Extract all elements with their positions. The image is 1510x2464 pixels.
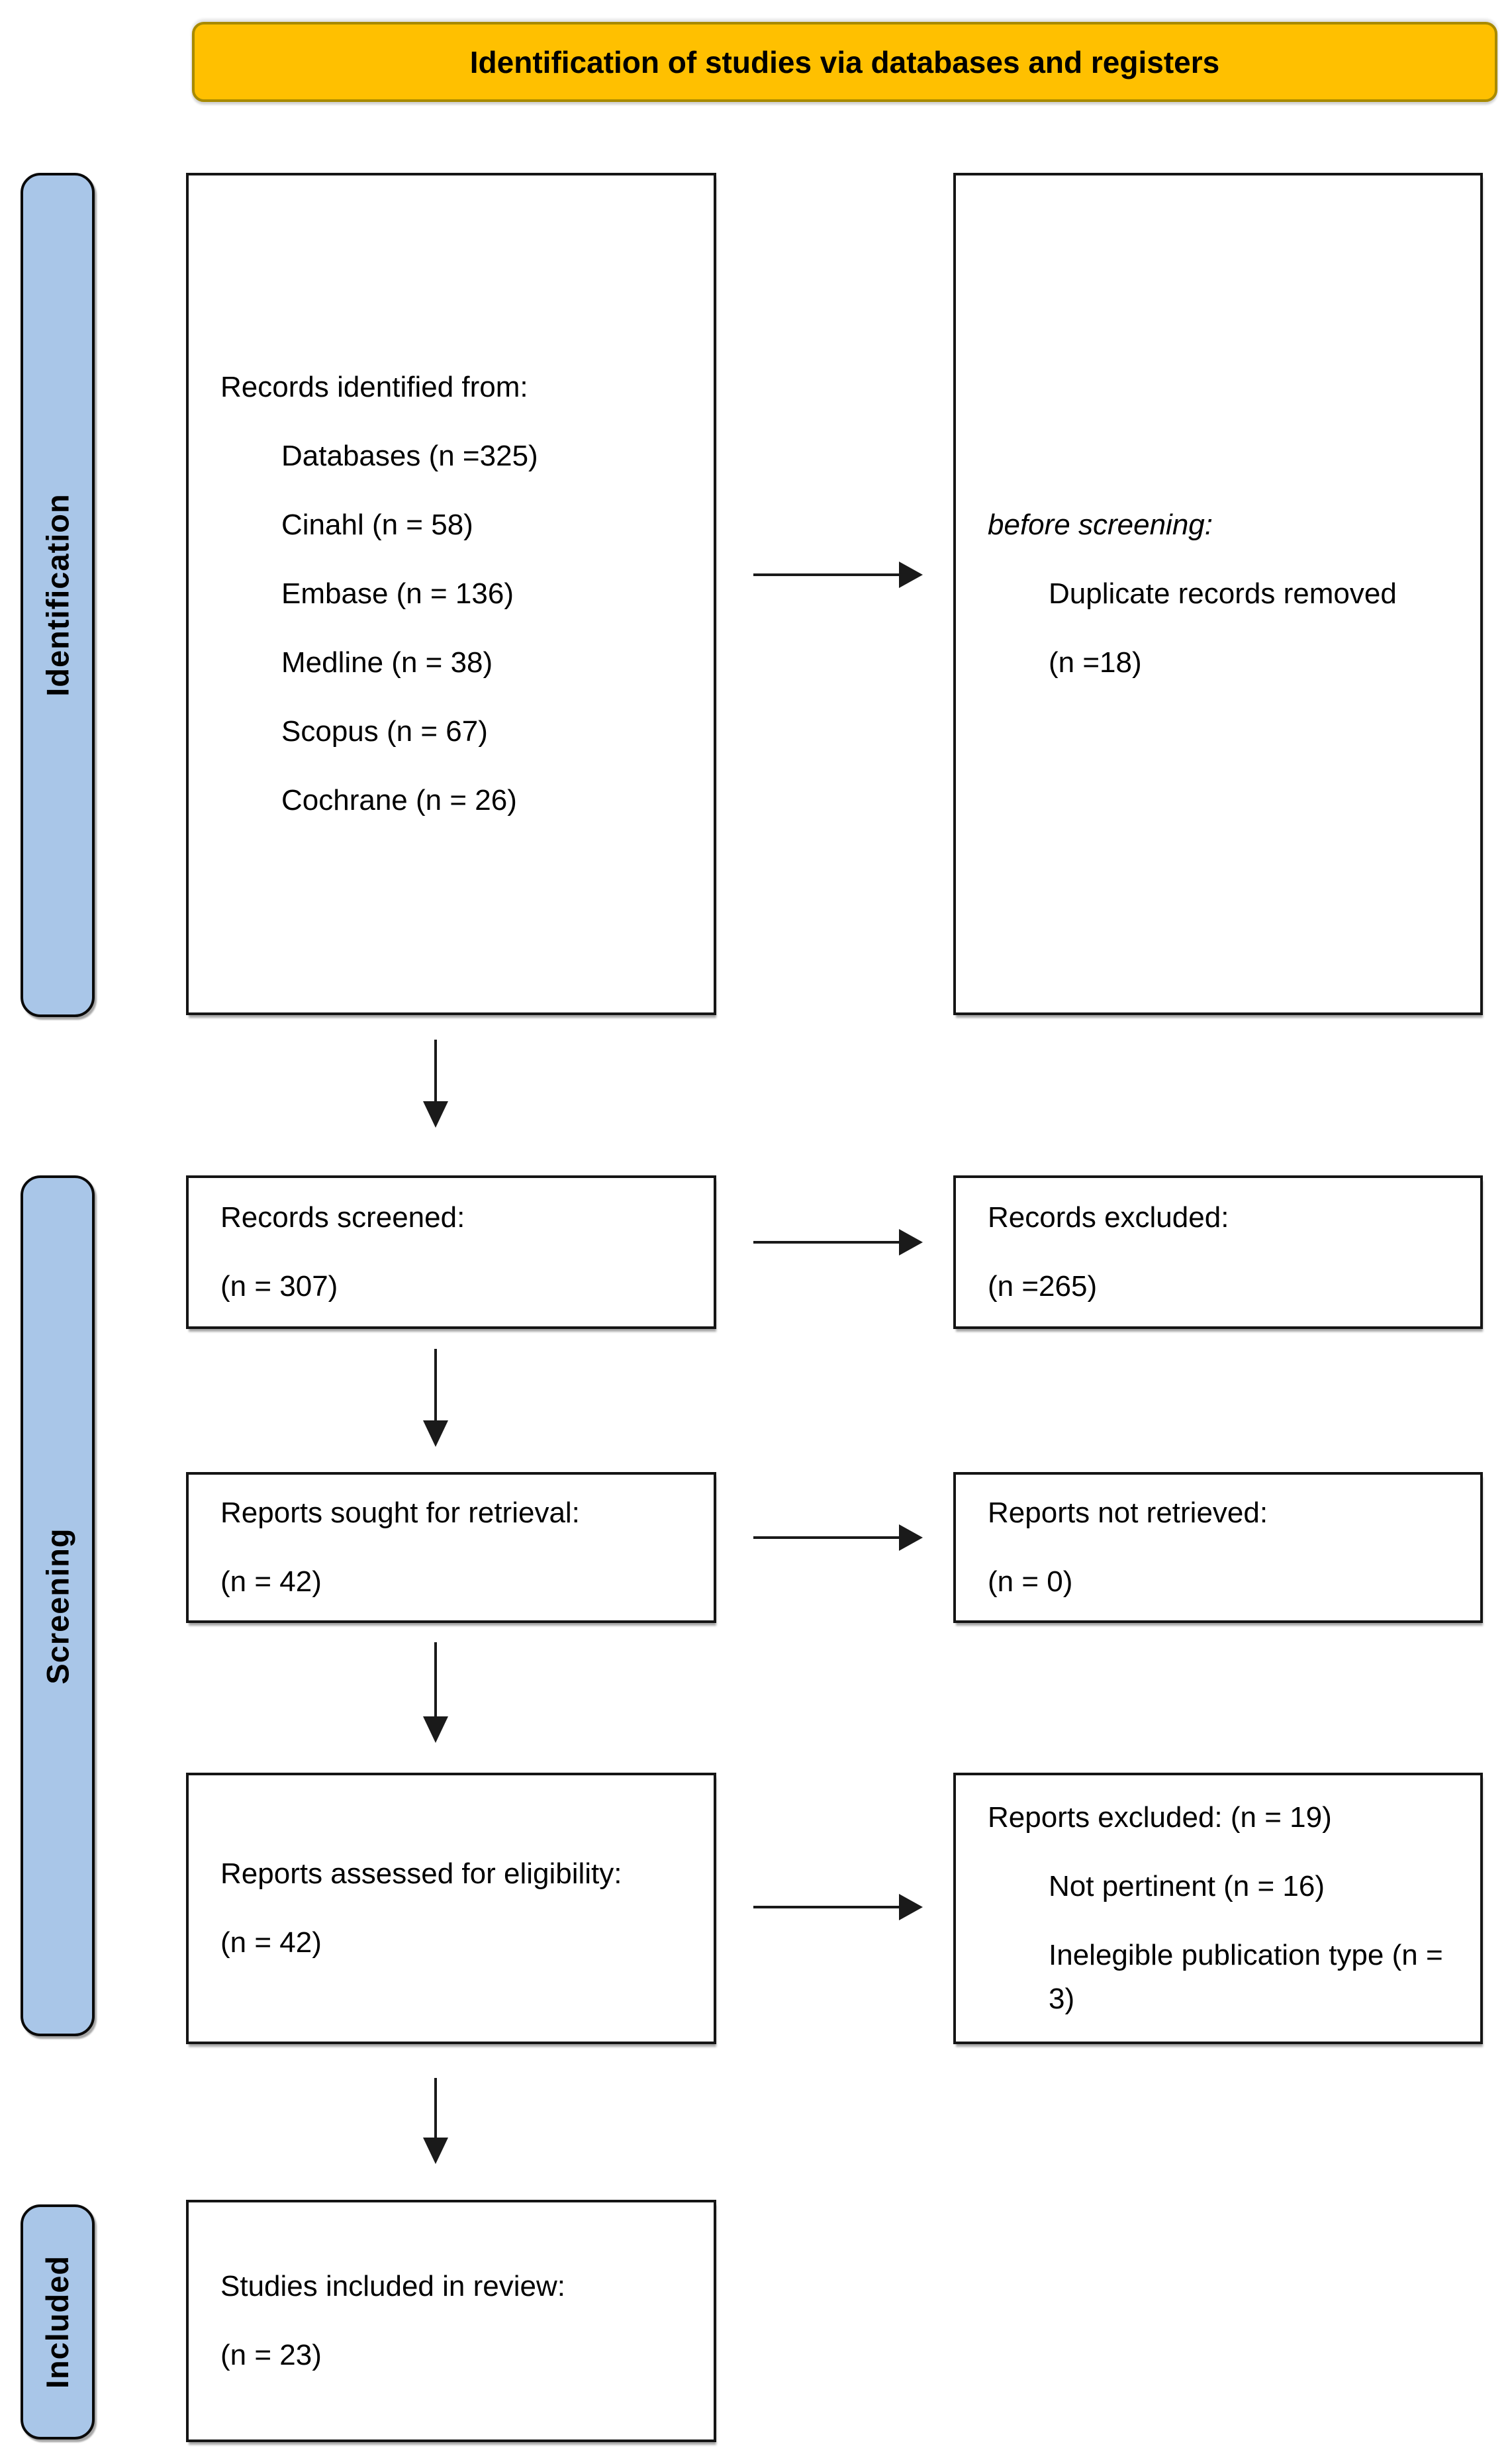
arrow-screened-to-sought — [434, 1349, 437, 1420]
stage-included-label: Included — [40, 2255, 75, 2389]
box-records-screened: Records screened: (n = 307) — [186, 1175, 716, 1329]
reports-assessed-heading: Reports assessed for eligibility: — [220, 1857, 622, 1890]
records-identified-item: Medline (n = 38) — [281, 646, 493, 679]
reports-excluded-item: Not pertinent (n = 16) — [1049, 1870, 1325, 1902]
records-identified-item: Embase (n = 136) — [281, 577, 514, 610]
stage-screening: Screening — [21, 1175, 95, 2036]
box-reports-not-retrieved: Reports not retrieved: (n = 0) — [953, 1472, 1483, 1623]
stage-identification: Identification — [21, 173, 95, 1017]
duplicates-removed-count: (n =18) — [1049, 646, 1142, 679]
box-studies-included: Studies included in review: (n = 23) — [186, 2200, 716, 2442]
reports-sought-heading: Reports sought for retrieval: — [220, 1497, 580, 1529]
records-excluded-heading: Records excluded: — [988, 1201, 1229, 1234]
studies-included-heading: Studies included in review: — [220, 2270, 565, 2302]
reports-excluded-item: Inelegible publication type (n = 3) — [1049, 1939, 1443, 2015]
records-screened-count: (n = 307) — [220, 1270, 338, 1303]
reports-excluded-heading: Reports excluded: (n = 19) — [988, 1801, 1332, 1834]
arrow-assessed-to-excluded — [753, 1906, 899, 1908]
diagram-title: Identification of studies via databases … — [469, 44, 1220, 79]
arrow-assessed-to-included — [434, 2078, 437, 2138]
stage-included: Included — [21, 2204, 95, 2439]
box-reports-excluded: Reports excluded: (n = 19) Not pertinent… — [953, 1773, 1483, 2044]
reports-sought-count: (n = 42) — [220, 1565, 322, 1598]
records-identified-item: Scopus (n = 67) — [281, 715, 488, 748]
duplicates-removed-item: Duplicate records removed — [1049, 577, 1397, 610]
records-identified-item: Databases (n =325) — [281, 440, 538, 472]
records-identified-item: Cochrane (n = 26) — [281, 784, 517, 816]
studies-included-count: (n = 23) — [220, 2339, 322, 2371]
arrow-screened-to-excluded — [753, 1241, 899, 1244]
reports-not-retrieved-heading: Reports not retrieved: — [988, 1497, 1268, 1529]
reports-not-retrieved-count: (n = 0) — [988, 1565, 1073, 1598]
box-records-identified: Records identified from: Databases (n =3… — [186, 173, 716, 1015]
duplicates-removed-heading: before screening: — [988, 509, 1213, 541]
records-screened-heading: Records screened: — [220, 1201, 465, 1234]
arrow-identified-to-duplicates — [753, 573, 899, 576]
box-reports-sought: Reports sought for retrieval: (n = 42) — [186, 1472, 716, 1623]
arrow-identified-to-screened — [434, 1040, 437, 1101]
arrow-sought-to-not-retrieved — [753, 1536, 899, 1539]
records-identified-heading: Records identified from: — [220, 371, 528, 403]
box-reports-assessed: Reports assessed for eligibility: (n = 4… — [186, 1773, 716, 2044]
box-duplicates-removed: before screening: Duplicate records remo… — [953, 173, 1483, 1015]
arrow-sought-to-assessed — [434, 1642, 437, 1716]
box-records-excluded: Records excluded: (n =265) — [953, 1175, 1483, 1329]
records-identified-item: Cinahl (n = 58) — [281, 509, 473, 541]
title-banner: Identification of studies via databases … — [192, 22, 1497, 102]
stage-identification-label: Identification — [40, 493, 75, 697]
reports-assessed-count: (n = 42) — [220, 1926, 322, 1959]
records-excluded-count: (n =265) — [988, 1270, 1098, 1303]
stage-screening-label: Screening — [40, 1527, 75, 1685]
